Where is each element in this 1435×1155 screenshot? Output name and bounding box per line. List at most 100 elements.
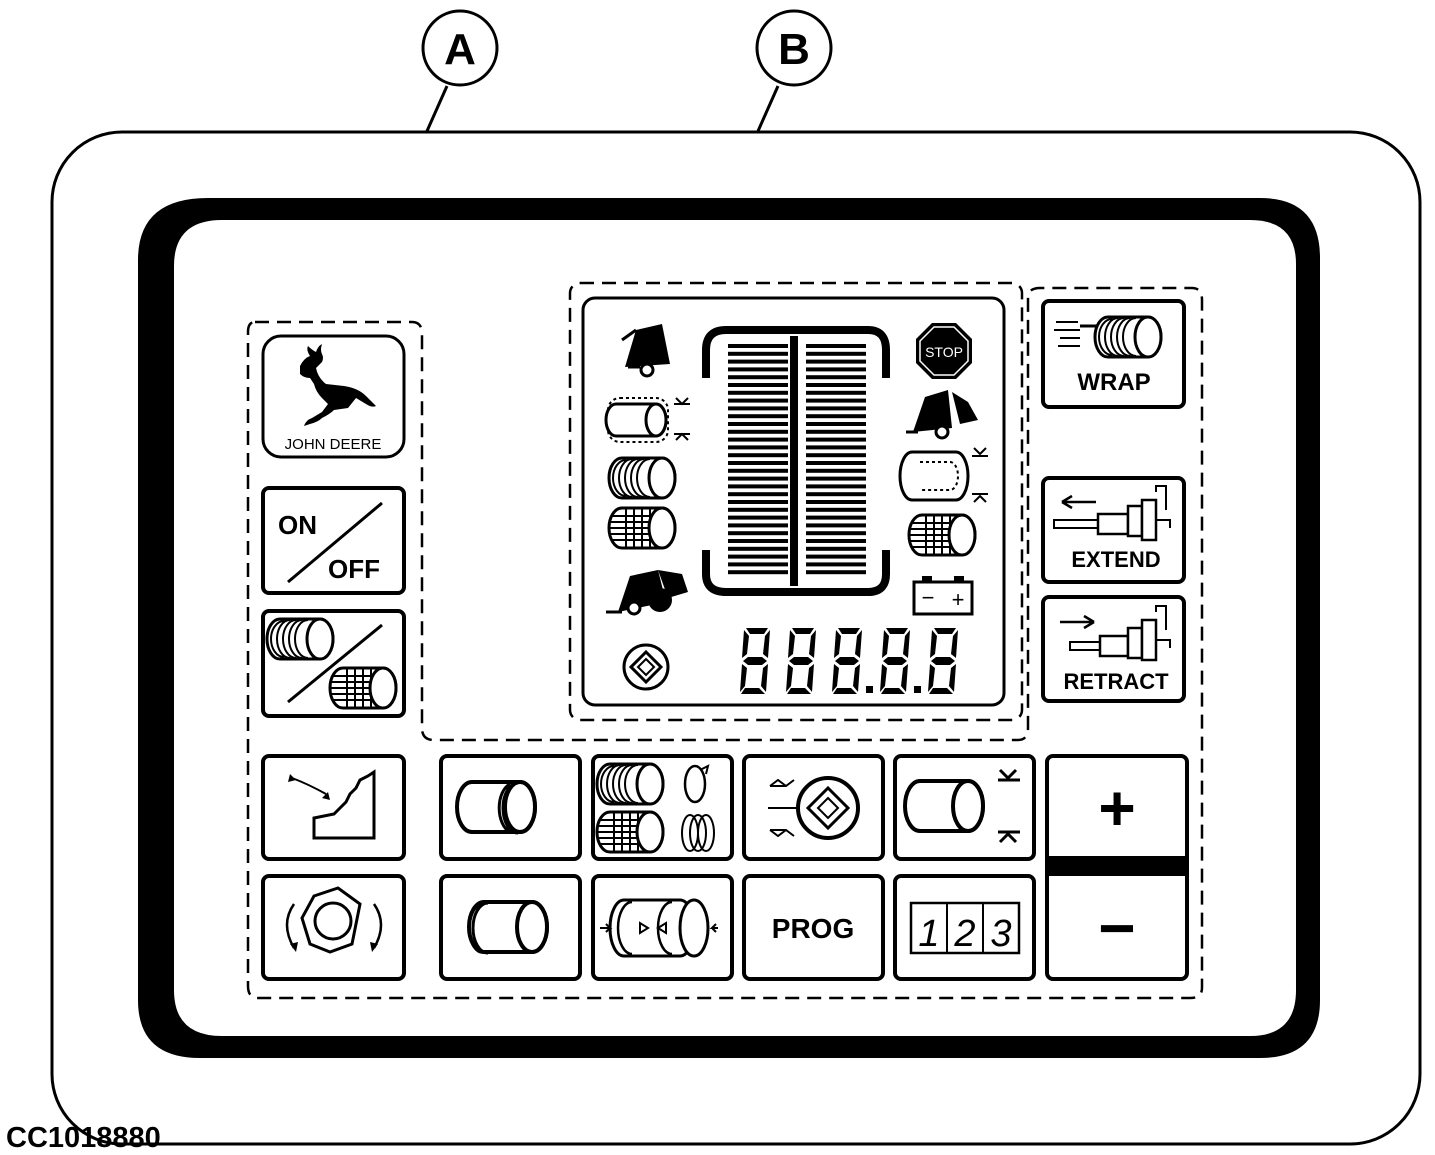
bar-segment bbox=[806, 445, 866, 450]
wrap-button[interactable]: WRAP bbox=[1041, 299, 1186, 409]
net-spread-button[interactable] bbox=[591, 874, 734, 981]
stop-sign-icon: STOP bbox=[916, 323, 972, 379]
bar-segment bbox=[806, 476, 866, 481]
bar-segment bbox=[806, 414, 866, 419]
bar-segment bbox=[806, 390, 866, 395]
bar-segment bbox=[728, 414, 788, 419]
bar-segment bbox=[806, 500, 866, 504]
bar-segment bbox=[806, 461, 866, 465]
bar-segment bbox=[806, 383, 866, 387]
bar-segment bbox=[806, 492, 866, 497]
bar-segment bbox=[728, 406, 788, 411]
twine-net-select-button[interactable] bbox=[261, 609, 406, 718]
ramp-adjust-icon bbox=[288, 769, 376, 840]
rotor-icon bbox=[285, 886, 383, 954]
bar-segment bbox=[728, 562, 788, 567]
bar-segment bbox=[728, 359, 788, 364]
bar-segment bbox=[806, 539, 866, 543]
lcd-display: STOP − + bbox=[581, 296, 1006, 707]
bar-segment bbox=[728, 507, 788, 512]
cylinder-retract-icon bbox=[1060, 605, 1171, 662]
bar-segment bbox=[728, 367, 788, 372]
bale-diameter-button[interactable] bbox=[439, 874, 582, 981]
retract-button[interactable]: RETRACT bbox=[1041, 595, 1186, 703]
bale-size-button[interactable] bbox=[893, 754, 1036, 861]
john-deere-button[interactable]: JOHN DEERE bbox=[261, 334, 406, 459]
counter-digit-2: 2 bbox=[953, 913, 975, 955]
prog-label: PROG bbox=[772, 913, 854, 944]
svg-text:A: A bbox=[444, 25, 476, 74]
ramp-adjust-button[interactable] bbox=[261, 754, 406, 861]
callout-b: B bbox=[755, 9, 833, 87]
bar-segment bbox=[728, 546, 788, 551]
callout-a: A bbox=[421, 9, 499, 87]
keypad-outline bbox=[246, 286, 1204, 1000]
svg-text:STOP: STOP bbox=[925, 344, 963, 360]
rotor-reverse-button[interactable] bbox=[261, 874, 406, 981]
baler-gate-closed-icon bbox=[621, 324, 670, 378]
plus-label: + bbox=[1098, 772, 1135, 844]
bar-segment bbox=[806, 429, 866, 434]
bar-segment bbox=[728, 351, 788, 356]
bar-segment bbox=[728, 383, 788, 387]
bale-density-button[interactable] bbox=[439, 754, 582, 861]
counter-digit-1: 1 bbox=[918, 913, 939, 955]
twine-bale-icon bbox=[607, 456, 677, 500]
bar-segment bbox=[806, 570, 866, 575]
minus-button[interactable]: − bbox=[1049, 876, 1185, 977]
net-spread-icon bbox=[600, 898, 718, 958]
svg-text:−: − bbox=[922, 585, 935, 610]
john-deere-label: JOHN DEERE bbox=[285, 436, 382, 453]
bar-segment bbox=[728, 500, 788, 504]
on-off-button[interactable]: ON OFF bbox=[261, 486, 406, 595]
bar-segment bbox=[806, 562, 866, 567]
bar-segment bbox=[728, 492, 788, 497]
bar-segment bbox=[806, 437, 866, 442]
bar-segment bbox=[806, 507, 866, 512]
baler-gate-open-icon bbox=[906, 390, 978, 440]
battery-icon: − + bbox=[912, 576, 974, 616]
extend-label: EXTEND bbox=[1071, 547, 1160, 572]
bar-segment bbox=[806, 375, 866, 380]
net-bale-icon bbox=[607, 506, 677, 550]
bar-segment bbox=[806, 468, 866, 473]
bar-segment bbox=[806, 531, 866, 536]
bar-segment bbox=[806, 359, 866, 364]
counter-select-button[interactable]: 1 2 3 bbox=[893, 874, 1036, 981]
bar-segment bbox=[728, 437, 788, 442]
svg-text:B: B bbox=[778, 25, 810, 74]
bale-eject-icon bbox=[606, 570, 688, 616]
bar-segment bbox=[728, 398, 788, 403]
bar-segment bbox=[728, 484, 788, 489]
bar-segment bbox=[728, 390, 788, 395]
bar-segment bbox=[806, 367, 866, 372]
prog-button[interactable]: PROG bbox=[742, 874, 885, 981]
knife-button[interactable] bbox=[742, 754, 885, 861]
bar-segment bbox=[728, 523, 788, 528]
bar-segment bbox=[728, 468, 788, 473]
bar-segment bbox=[728, 515, 788, 520]
plus-button[interactable]: + bbox=[1049, 758, 1185, 856]
counter-digit-3: 3 bbox=[990, 913, 1011, 955]
wrap-label: WRAP bbox=[1077, 369, 1150, 396]
bar-segment bbox=[728, 344, 788, 348]
bar-segment bbox=[806, 453, 866, 458]
twine-net-mode-button[interactable] bbox=[591, 754, 734, 861]
bar-segment bbox=[728, 461, 788, 465]
bar-segment bbox=[728, 375, 788, 380]
bar-segment bbox=[728, 476, 788, 481]
rotor-indicator-icon bbox=[622, 643, 670, 691]
hand-icon bbox=[1054, 321, 1080, 347]
bar-segment bbox=[806, 554, 866, 559]
net-wrap-turns-icon bbox=[681, 814, 715, 852]
bar-segment bbox=[728, 422, 788, 426]
extend-button[interactable]: EXTEND bbox=[1041, 476, 1186, 584]
bale-full-size-icon bbox=[898, 447, 988, 503]
bar-segment bbox=[728, 539, 788, 543]
on-label: ON bbox=[278, 510, 317, 540]
figure-id: CC1018880 bbox=[6, 1122, 161, 1154]
bar-segment bbox=[806, 398, 866, 403]
bar-segment bbox=[806, 515, 866, 520]
plus-minus-rocker bbox=[1045, 754, 1189, 981]
